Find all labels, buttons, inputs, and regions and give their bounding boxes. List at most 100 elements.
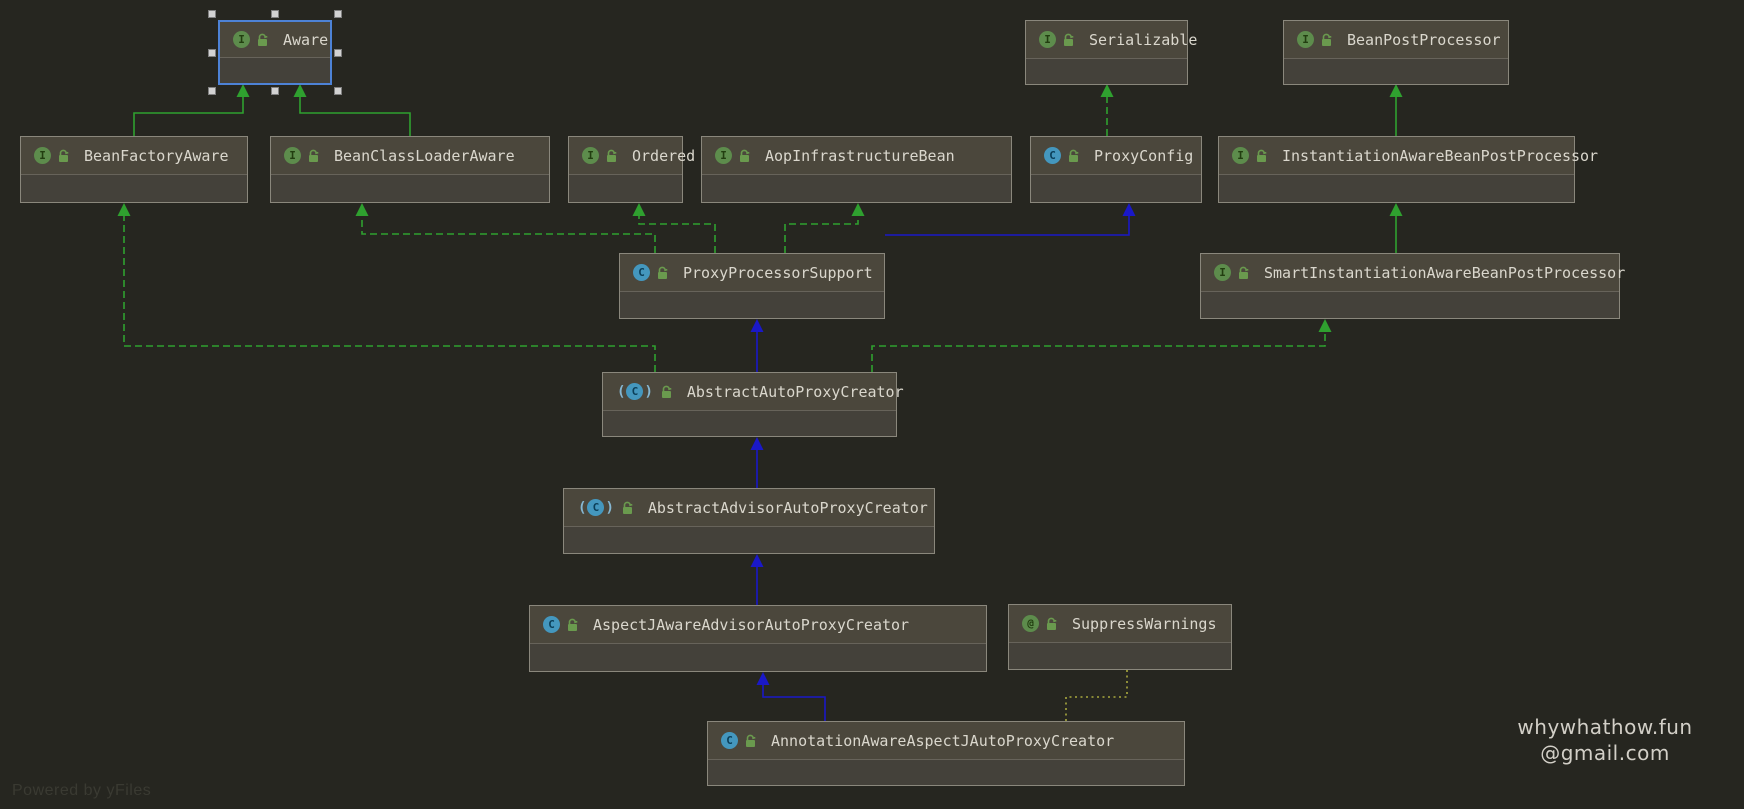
node-serializable[interactable]: I Serializable <box>1025 20 1197 85</box>
abstract-class-icon: ( <box>578 499 587 516</box>
node-proxyconfig[interactable]: C ProxyConfig <box>1030 136 1202 203</box>
node-titlebar: C AspectJAwareAdvisorAutoProxyCreator <box>530 606 986 644</box>
node-titlebar: I BeanPostProcessor <box>1284 21 1508 59</box>
interface-icon: I <box>582 147 599 164</box>
interface-icon: I <box>1297 31 1314 48</box>
unlock-icon <box>1237 266 1250 280</box>
unlock-icon <box>57 149 70 163</box>
node-body <box>702 175 1011 202</box>
node-body <box>530 644 986 671</box>
unlock-icon <box>1320 33 1333 47</box>
node-beanpostprocessor[interactable]: I BeanPostProcessor <box>1283 20 1509 85</box>
node-beanclassloaderaware[interactable]: I BeanClassLoaderAware <box>270 136 550 203</box>
class-name: Ordered <box>632 146 696 165</box>
node-titlebar: I AopInfrastructureBean <box>702 137 1011 175</box>
node-titlebar: ( C ) AbstractAdvisorAutoProxyCreator <box>564 489 934 527</box>
class-icon: C <box>633 264 650 281</box>
node-titlebar: I BeanFactoryAware <box>21 137 247 175</box>
node-titlebar: I BeanClassLoaderAware <box>271 137 549 175</box>
abstract-class-icon: ) <box>644 383 653 400</box>
unlock-icon <box>256 33 269 47</box>
selection-handle[interactable] <box>208 10 216 18</box>
unlock-icon <box>1255 149 1268 163</box>
node-ordered[interactable]: I Ordered <box>568 136 695 203</box>
node-titlebar: @ SuppressWarnings <box>1009 605 1231 643</box>
node-titlebar: C ProxyProcessorSupport <box>620 254 884 292</box>
unlock-icon <box>744 734 757 748</box>
node-proxyprocessorsupport[interactable]: C ProxyProcessorSupport <box>619 253 885 319</box>
node-body <box>21 175 247 202</box>
node-aspectjawareadvisorautoproxycreator[interactable]: C AspectJAwareAdvisorAutoProxyCreator <box>529 605 987 672</box>
abstract-class-icon: ( <box>617 383 626 400</box>
class-name: AopInfrastructureBean <box>765 146 955 165</box>
unlock-icon <box>660 385 673 399</box>
node-titlebar: ( C ) AbstractAutoProxyCreator <box>603 373 904 411</box>
selection-handle[interactable] <box>208 87 216 95</box>
author-signature: whywhathow.fun @gmail.com <box>1500 714 1710 766</box>
unlock-icon <box>605 149 618 163</box>
node-instantiationawarebeanpostprocessor[interactable]: I InstantiationAwareBeanPostProcessor <box>1218 136 1598 203</box>
node-body <box>1201 292 1619 318</box>
node-body <box>569 175 682 202</box>
class-name: BeanPostProcessor <box>1347 30 1501 49</box>
node-annotationawareaspectjautoproxycreator[interactable]: C AnnotationAwareAspectJAutoProxyCreator <box>707 721 1185 786</box>
yfiles-watermark: Powered by yFiles <box>12 782 152 799</box>
node-abstractautoproxycreator[interactable]: ( C ) AbstractAutoProxyCreator <box>602 372 904 437</box>
node-smartinstantiationawarebeanpostprocessor[interactable]: I SmartInstantiationAwareBeanPostProcess… <box>1200 253 1625 319</box>
interface-icon: I <box>1232 147 1249 164</box>
class-icon: C <box>626 383 644 400</box>
selection-handle[interactable] <box>334 48 342 57</box>
unlock-icon <box>307 149 320 163</box>
selection-handle[interactable] <box>334 87 342 95</box>
node-titlebar: I Serializable <box>1026 21 1197 59</box>
node-titlebar: C ProxyConfig <box>1031 137 1201 175</box>
abstract-class-icon: ) <box>605 499 614 516</box>
node-body <box>620 292 884 318</box>
signature-line2: @gmail.com <box>1540 741 1670 765</box>
unlock-icon <box>1067 149 1080 163</box>
class-name: AspectJAwareAdvisorAutoProxyCreator <box>593 615 910 634</box>
class-name: AbstractAutoProxyCreator <box>686 382 904 401</box>
node-aopinfrastructurebean[interactable]: I AopInfrastructureBean <box>701 136 1012 203</box>
class-name: InstantiationAwareBeanPostProcessor <box>1282 146 1599 165</box>
class-name: SmartInstantiationAwareBeanPostProcessor <box>1264 263 1626 282</box>
selection-handle[interactable] <box>271 10 279 18</box>
node-body <box>564 527 934 553</box>
unlock-icon <box>656 266 669 280</box>
annotation-icon: @ <box>1022 615 1039 632</box>
interface-icon: I <box>1214 264 1231 281</box>
node-body <box>1026 59 1187 84</box>
selection-handle[interactable] <box>271 87 279 95</box>
unlock-icon <box>738 149 751 163</box>
node-body <box>1009 643 1231 669</box>
node-body <box>220 58 330 83</box>
unlock-icon <box>1062 33 1075 47</box>
class-icon: C <box>1044 147 1061 164</box>
selection-handle[interactable] <box>334 10 342 18</box>
signature-line1: whywhathow.fun <box>1517 715 1693 739</box>
class-name: AbstractAdvisorAutoProxyCreator <box>647 498 928 517</box>
selection-handle[interactable] <box>208 48 216 57</box>
interface-icon: I <box>233 31 250 48</box>
class-icon: C <box>721 732 738 749</box>
interface-icon: I <box>284 147 301 164</box>
class-icon: C <box>587 499 605 516</box>
unlock-icon <box>566 618 579 632</box>
node-titlebar: I Ordered <box>569 137 695 175</box>
class-name: Aware <box>283 30 329 49</box>
node-body <box>271 175 549 202</box>
node-titlebar: I Aware <box>220 22 330 58</box>
class-icon: C <box>543 616 560 633</box>
node-beanfactoryaware[interactable]: I BeanFactoryAware <box>20 136 248 203</box>
class-name: BeanFactoryAware <box>84 146 229 165</box>
node-body <box>708 760 1184 785</box>
node-body <box>1284 59 1508 84</box>
class-name: ProxyConfig <box>1094 146 1194 165</box>
node-abstractadvisorautoproxycreator[interactable]: ( C ) AbstractAdvisorAutoProxyCreator <box>563 488 935 554</box>
node-aware[interactable]: I Aware <box>208 10 342 95</box>
node-body <box>1031 175 1201 202</box>
node-suppresswarnings[interactable]: @ SuppressWarnings <box>1008 604 1232 670</box>
interface-icon: I <box>1039 31 1056 48</box>
